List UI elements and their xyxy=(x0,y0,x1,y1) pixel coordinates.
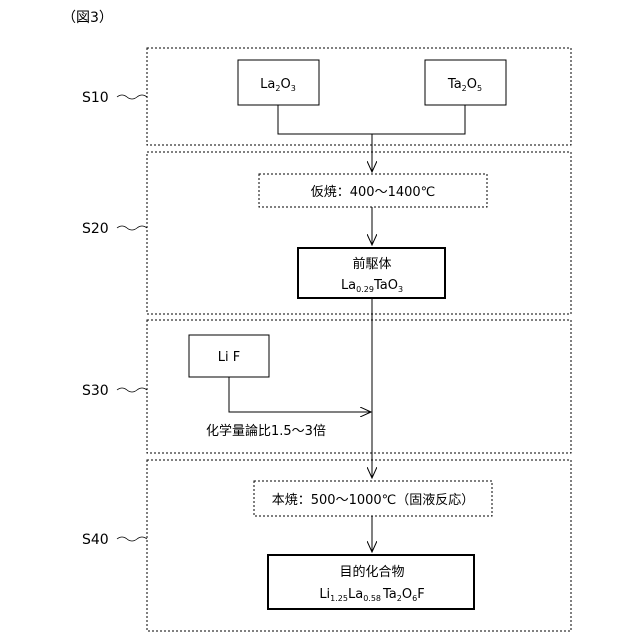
target-compound-title: 目的化合物 xyxy=(339,564,404,580)
step-leader-s30 xyxy=(117,388,147,392)
la2o3-box xyxy=(238,60,319,105)
figure-title: （図3） xyxy=(62,10,113,26)
ta2o5-box xyxy=(425,60,506,105)
calcination-text: 仮焼：400～1400℃ xyxy=(311,185,436,200)
arrow-lif-to-main xyxy=(229,377,371,412)
step-section-s10 xyxy=(147,48,571,145)
sintering-text: 本焼：500～1000℃（固液反応） xyxy=(272,493,475,508)
step-label-s20: S20 xyxy=(82,221,109,237)
step-leader-s40 xyxy=(117,537,147,541)
stoichiometry-text: 化学量論比1.5～3倍 xyxy=(206,423,326,439)
step-label-s40: S40 xyxy=(82,532,109,548)
precursor-title: 前駆体 xyxy=(352,256,391,272)
step-label-s30: S30 xyxy=(82,383,109,399)
step-label-s10: S10 xyxy=(82,90,109,106)
lif-text: Li F xyxy=(218,350,240,365)
raw-materials-join-line xyxy=(278,105,465,134)
step-leader-s20 xyxy=(117,226,147,230)
step-leader-s10 xyxy=(117,95,147,99)
